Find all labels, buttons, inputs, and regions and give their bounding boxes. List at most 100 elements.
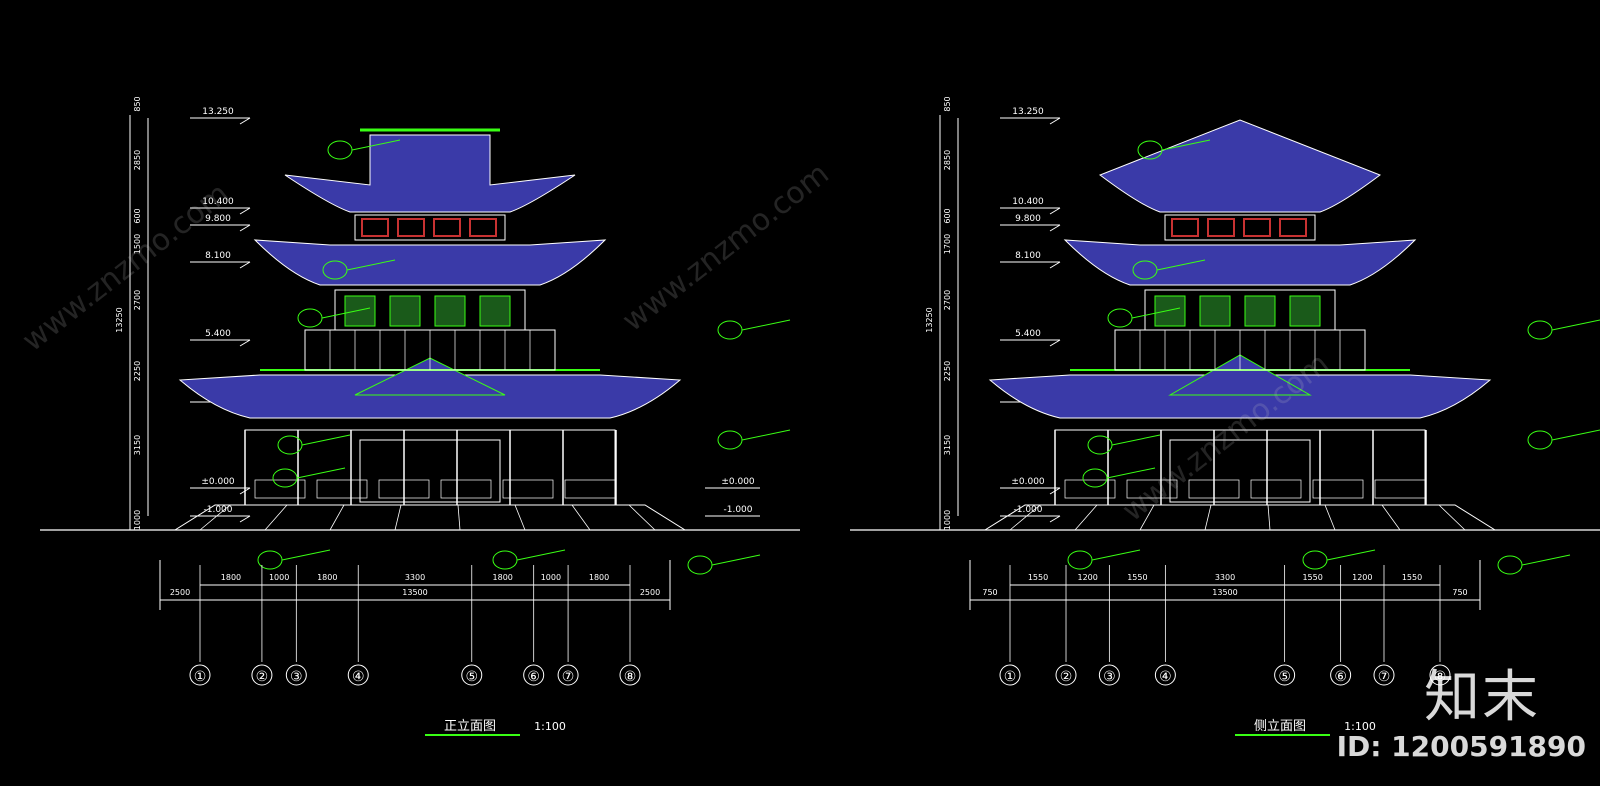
vertical-dim-label: 600 [943, 208, 952, 223]
axis-bubble [557, 664, 579, 686]
axis-bubble [619, 664, 641, 686]
annotation-callout [327, 140, 353, 160]
elevation-label: 10.400 [202, 197, 234, 207]
elevation-tick [1049, 207, 1061, 215]
frame-window [397, 218, 425, 237]
window [1154, 295, 1186, 327]
balustrade [440, 479, 492, 499]
balustrade [254, 479, 306, 499]
bay-dim-label: 1000 [269, 573, 289, 582]
annotation-callout [1497, 555, 1523, 575]
platform-line [1074, 504, 1098, 531]
outer-dim-label: 2500 [170, 588, 190, 597]
leader-line [281, 549, 331, 561]
vertical-dim-label: 850 [943, 96, 952, 111]
elevation-label: ±0.000 [201, 477, 235, 487]
axis-label: ③ [290, 669, 303, 685]
annotation-callout [687, 555, 713, 575]
top-floor [1164, 214, 1316, 241]
middle-floor [1144, 289, 1336, 331]
leader-line [1156, 259, 1206, 271]
axis-bubble [189, 664, 211, 686]
axis-label: ④ [1159, 669, 1172, 685]
axis-label: ② [256, 669, 269, 685]
main-door [1169, 439, 1311, 503]
vertical-dim-label: 1500 [133, 234, 142, 254]
leader-line [1111, 434, 1161, 446]
vertical-dim-label: 2850 [133, 150, 142, 170]
axis-label: ⑤ [465, 669, 478, 685]
elevation-label: -1.000 [1013, 505, 1042, 515]
axis-label: ⑧ [1434, 669, 1447, 685]
platform-line [514, 504, 526, 531]
drawing-title: 侧立面图 [1254, 719, 1306, 734]
platform-line [628, 504, 656, 531]
balustrade [378, 479, 430, 499]
axis-bubble [1429, 664, 1451, 686]
annotation-callout [1067, 550, 1093, 570]
leader-line [1091, 549, 1141, 561]
vertical-dim-label: 600 [133, 208, 142, 223]
axis-label: ⑤ [1278, 669, 1291, 685]
leader-line [1106, 467, 1156, 479]
platform-line [329, 504, 345, 531]
vertical-dim-label: 2250 [133, 361, 142, 381]
leader-line [321, 307, 371, 319]
platform-line [199, 504, 231, 531]
annotation-callout [297, 308, 323, 328]
balustrade [1250, 479, 1302, 499]
vertical-dim-label: 1000 [133, 510, 142, 530]
vertical-dim-label: 2250 [943, 361, 952, 381]
bay-dim-label: 1550 [1402, 573, 1422, 582]
elevation-label: -1.000 [723, 505, 752, 515]
outer-dim-label: 2500 [640, 588, 660, 597]
annotation-callout [492, 550, 518, 570]
drawing-scale: 1:100 [1344, 720, 1376, 733]
vertical-dim-label: 1000 [943, 510, 952, 530]
leader-line [1161, 139, 1211, 151]
elevation-label: ±0.000 [1011, 477, 1045, 487]
elevation-tick [239, 117, 251, 125]
outer-dim-label: 750 [1452, 588, 1467, 597]
elevation-tick [239, 515, 251, 523]
axis-label: ① [194, 669, 207, 685]
platform-line [1139, 504, 1155, 531]
leader-line [346, 259, 396, 271]
platform-line [1324, 504, 1336, 531]
platform-line [457, 504, 461, 531]
balustrade [564, 479, 616, 499]
axis-bubble [461, 664, 483, 686]
leader-line [1551, 429, 1600, 441]
axis-label: ① [1004, 669, 1017, 685]
bay-dim-label: 1550 [1028, 573, 1048, 582]
annotation-callout [272, 468, 298, 488]
leader-line [1326, 549, 1376, 561]
lower-roof [178, 374, 682, 419]
bay-dim-label: 1800 [589, 573, 609, 582]
leader-line [1551, 319, 1600, 331]
total-height-label: 13250 [115, 307, 124, 332]
axis-bubble [251, 664, 273, 686]
elevation-label: 9.800 [1015, 214, 1041, 224]
platform-line [1438, 504, 1466, 531]
window [1199, 295, 1231, 327]
main-door [359, 439, 501, 503]
lower-gable [1168, 354, 1312, 396]
bay-dim-label: 1550 [1127, 573, 1147, 582]
platform-line [264, 504, 288, 531]
window [1289, 295, 1321, 327]
platform [983, 504, 1497, 531]
outer-dim-label: 13500 [1212, 588, 1237, 597]
bay-dim-label: 1800 [493, 573, 513, 582]
elevation-label: 5.400 [1015, 329, 1041, 339]
elevation-tick [1049, 515, 1061, 523]
annotation-callout [1302, 550, 1328, 570]
leader-line [741, 319, 791, 331]
leader-line [516, 549, 566, 561]
brand-logo: 知末 [1424, 665, 1540, 730]
balustrade [1188, 479, 1240, 499]
leader-line [1521, 554, 1571, 566]
platform-line [571, 504, 591, 531]
window [434, 295, 466, 327]
axis-label: ⑥ [527, 669, 540, 685]
